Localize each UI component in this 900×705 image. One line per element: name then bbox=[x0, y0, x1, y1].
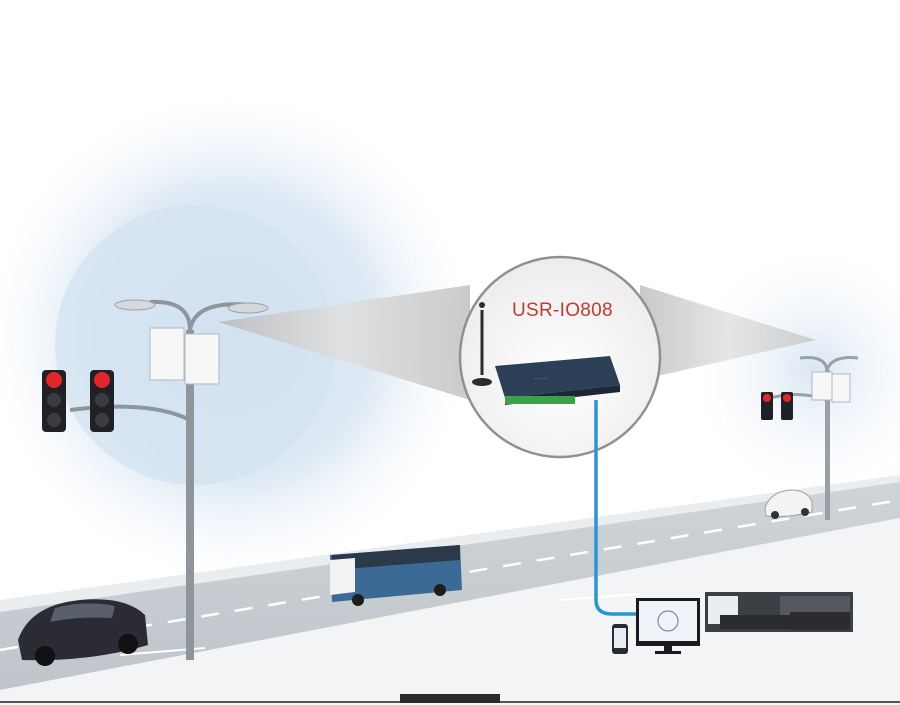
signal-halo-right bbox=[695, 250, 900, 490]
signal-beam-right bbox=[640, 285, 816, 380]
car-icon bbox=[764, 489, 813, 519]
device-callout bbox=[458, 255, 662, 459]
svg-text:·· ·· ··: ·· ·· ·· bbox=[535, 376, 548, 382]
network-cable bbox=[594, 400, 640, 616]
smartphone-icon bbox=[612, 624, 628, 654]
device-model-label: USR-IO808 bbox=[512, 300, 613, 321]
bus-icon bbox=[330, 545, 462, 606]
signal-beam-left bbox=[218, 285, 470, 400]
street-lamp-icon bbox=[69, 299, 269, 660]
traffic-light-icon bbox=[761, 392, 793, 420]
antenna-panel-icon bbox=[149, 327, 220, 385]
monitor-icon bbox=[636, 598, 700, 654]
io-router-icon: ·· ·· ·· bbox=[472, 302, 620, 405]
car-icon bbox=[18, 599, 148, 666]
bottom-indicator bbox=[400, 694, 500, 703]
control-room-icon bbox=[705, 592, 853, 632]
traffic-light-icon bbox=[42, 370, 114, 432]
antenna-panel-icon bbox=[811, 371, 851, 403]
